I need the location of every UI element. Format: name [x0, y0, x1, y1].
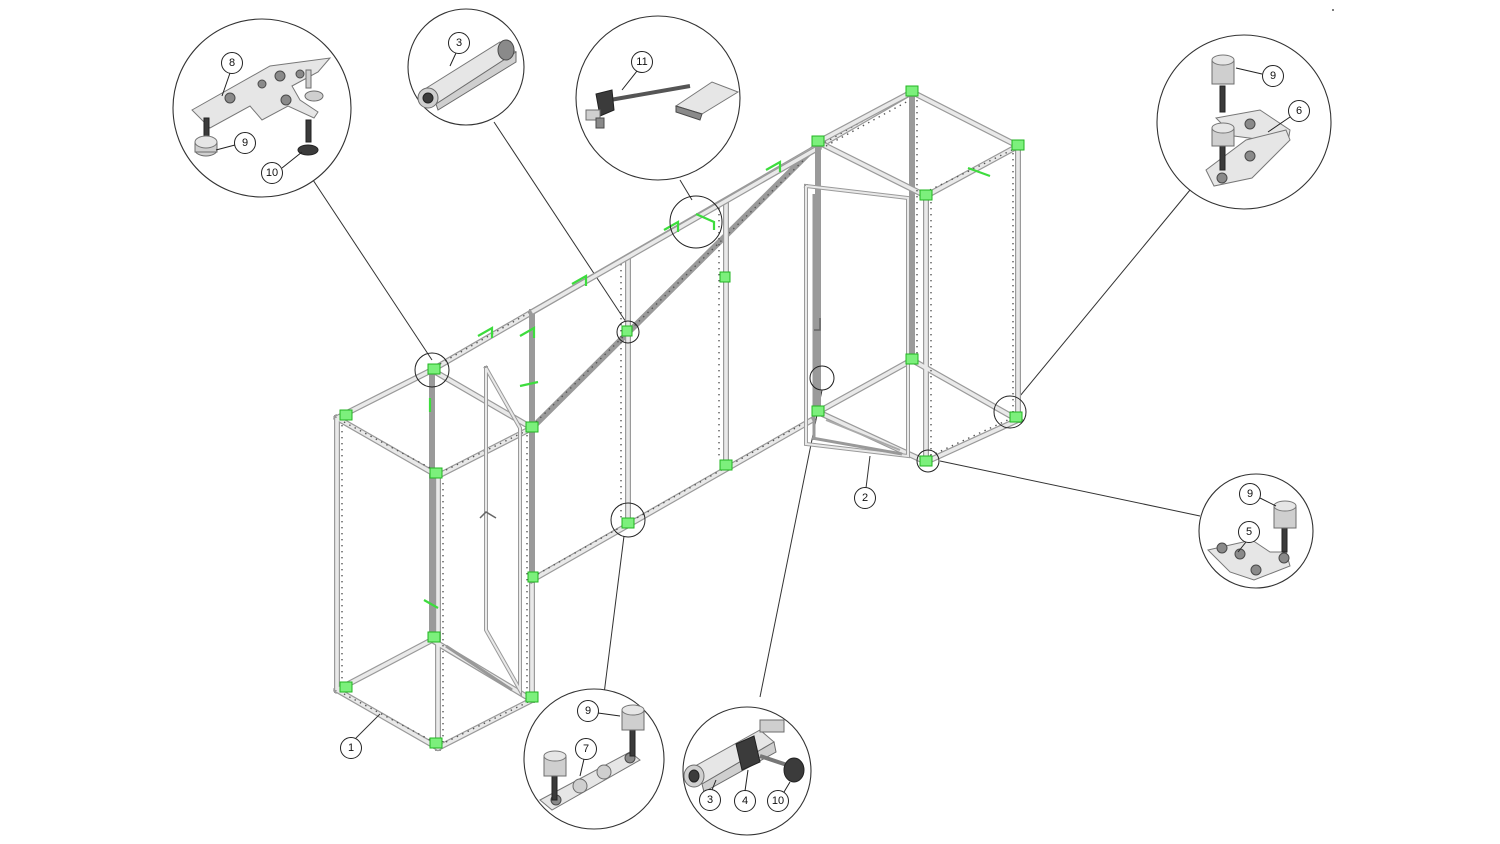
- callout-10-b2: [767, 790, 789, 812]
- detail-right: 9 5: [1198, 473, 1314, 589]
- svg-text:9: 9: [1270, 70, 1276, 82]
- svg-text:9: 9: [1247, 488, 1253, 500]
- callout-6: [1288, 100, 1310, 122]
- zoom-markers: [414, 195, 1027, 538]
- callout-2: [854, 487, 876, 509]
- leader-top-left: [312, 179, 433, 361]
- svg-text:9: 9: [242, 137, 248, 149]
- right-cabinet: [803, 88, 1025, 466]
- callout-7: [575, 738, 597, 760]
- detail-top-3: 3: [407, 8, 525, 126]
- svg-text:6: 6: [1296, 105, 1302, 117]
- leader-bottom-2: [759, 389, 823, 698]
- svg-text:10: 10: [266, 167, 278, 179]
- svg-text:8: 8: [229, 57, 235, 69]
- detail-top-right: 9 6: [1156, 34, 1332, 210]
- svg-text:9: 9: [585, 705, 591, 717]
- corner-dot: [1332, 9, 1334, 11]
- callout-1-label: 1: [348, 742, 354, 754]
- svg-text:10: 10: [772, 795, 784, 807]
- detail-bottom-1: 9 7: [523, 688, 665, 830]
- svg-text:3: 3: [456, 37, 462, 49]
- callout-11: [631, 51, 653, 73]
- callout-5: [1238, 521, 1260, 543]
- callout-9-tr: [1262, 65, 1284, 87]
- svg-text:3: 3: [707, 794, 713, 806]
- callout-9-b1: [577, 700, 599, 722]
- callout-3-top: [448, 32, 470, 54]
- callout-1: [340, 737, 362, 759]
- leader-top-3: [493, 121, 629, 326]
- detail-bottom-2: 3 4 10: [682, 706, 812, 836]
- left-cabinet: [332, 365, 539, 752]
- detail-top-11: 11: [575, 15, 741, 181]
- frame-structure: [332, 85, 1027, 752]
- connector-accents: [339, 85, 1025, 749]
- callout-10: [261, 162, 283, 184]
- svg-text:4: 4: [742, 795, 748, 807]
- callout-9: [234, 132, 256, 154]
- callout-3-b2: [699, 789, 721, 811]
- leader-lines: [312, 121, 1201, 698]
- leader-top-right: [1014, 189, 1191, 403]
- svg-text:11: 11: [636, 56, 647, 68]
- leader-bottom-1: [603, 535, 625, 695]
- main-callouts: 1 2: [340, 455, 876, 759]
- svg-text:5: 5: [1246, 526, 1252, 538]
- callout-9-r: [1239, 483, 1261, 505]
- leader-right: [939, 460, 1201, 517]
- callout-2-label: 2: [862, 492, 868, 504]
- svg-text:7: 7: [583, 743, 589, 755]
- detail-top-left: 8 9 10: [172, 18, 352, 198]
- callout-8: [221, 52, 243, 74]
